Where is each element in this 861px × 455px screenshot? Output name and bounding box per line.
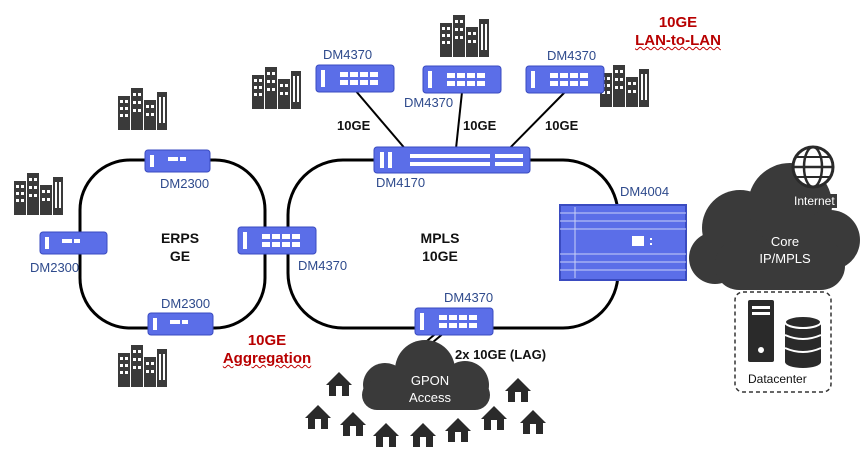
gpon-cloud-label: GPON Access bbox=[395, 372, 465, 406]
switch-dm2300-top[interactable] bbox=[144, 149, 211, 173]
switch-dm4170[interactable] bbox=[373, 146, 531, 174]
link-label-left: 10GE bbox=[337, 118, 371, 133]
link-label-lag: 2x 10GE (LAG) bbox=[455, 347, 547, 362]
lan-to-lan-speed: 10GE bbox=[658, 14, 698, 31]
lan-to-lan-callout: 10GE LAN-to-LAN bbox=[628, 14, 728, 50]
mpls-ring-label: MPLS 10GE bbox=[410, 229, 470, 265]
house-icon bbox=[340, 412, 366, 436]
house-icon bbox=[445, 418, 471, 442]
core-cloud-line2: IP/MPLS bbox=[759, 251, 811, 266]
house-icon bbox=[373, 423, 399, 447]
house-icon bbox=[326, 372, 352, 396]
switch-dm4370-top-left[interactable] bbox=[315, 64, 395, 93]
aggregation-title: Aggregation bbox=[222, 350, 312, 367]
erps-ring-label: ERPS GE bbox=[150, 229, 210, 265]
gpon-cloud bbox=[362, 340, 490, 410]
building-icon bbox=[14, 173, 63, 215]
globe-icon bbox=[791, 145, 835, 189]
link-label-center: 10GE bbox=[463, 118, 497, 133]
building-icon bbox=[252, 67, 301, 109]
label-dm4170: DM4170 bbox=[376, 175, 426, 190]
label-dm2300-left: DM2300 bbox=[30, 260, 80, 275]
building-icon bbox=[118, 88, 167, 130]
datacenter-label: Datacenter bbox=[748, 372, 807, 386]
aggregation-callout: 10GE Aggregation bbox=[212, 332, 322, 368]
mpls-ring-title: MPLS bbox=[420, 230, 460, 246]
mpls-ring-speed: 10GE bbox=[422, 248, 458, 264]
internet-label: Internet bbox=[792, 194, 837, 208]
label-dm2300-top: DM2300 bbox=[160, 176, 210, 191]
switch-dm2300-bottom[interactable] bbox=[147, 312, 214, 336]
switch-dm4370-top-right[interactable] bbox=[525, 65, 605, 94]
gpon-cloud-line1: GPON bbox=[410, 373, 450, 388]
label-dm4370-top-center: DM4370 bbox=[404, 95, 454, 110]
building-icon bbox=[600, 65, 649, 107]
house-icon bbox=[305, 405, 331, 429]
switch-dm4370-bottom[interactable] bbox=[414, 307, 494, 336]
label-dm2300-bottom: DM2300 bbox=[161, 296, 211, 311]
house-icon bbox=[520, 410, 546, 434]
database-icon bbox=[784, 315, 822, 368]
switch-dm4370-middle[interactable] bbox=[237, 226, 317, 255]
label-dm4004: DM4004 bbox=[620, 184, 670, 199]
lan-to-lan-title: LAN-to-LAN bbox=[635, 32, 721, 49]
chassis-dm4004[interactable] bbox=[559, 204, 687, 281]
erps-ring-title: ERPS bbox=[160, 230, 200, 246]
switch-dm2300-left[interactable] bbox=[39, 231, 108, 255]
label-dm4370-top-right: DM4370 bbox=[547, 48, 597, 63]
building-icon bbox=[118, 345, 167, 387]
aggregation-speed: 10GE bbox=[247, 332, 287, 349]
house-icon bbox=[410, 423, 436, 447]
switch-dm4370-top-center[interactable] bbox=[422, 65, 502, 94]
core-cloud bbox=[689, 163, 860, 290]
server-icon bbox=[748, 300, 774, 362]
house-icon bbox=[505, 378, 531, 402]
core-cloud-line1: Core bbox=[770, 234, 800, 249]
label-dm4370-top-left: DM4370 bbox=[323, 47, 373, 62]
gpon-cloud-line2: Access bbox=[409, 390, 451, 405]
core-cloud-label: Core IP/MPLS bbox=[740, 233, 830, 267]
link-label-right: 10GE bbox=[545, 118, 579, 133]
label-dm4370-bottom: DM4370 bbox=[444, 290, 494, 305]
building-icon bbox=[440, 15, 489, 57]
house-icon bbox=[481, 406, 507, 430]
label-dm4370-middle: DM4370 bbox=[298, 258, 348, 273]
erps-ring-speed: GE bbox=[169, 248, 191, 264]
